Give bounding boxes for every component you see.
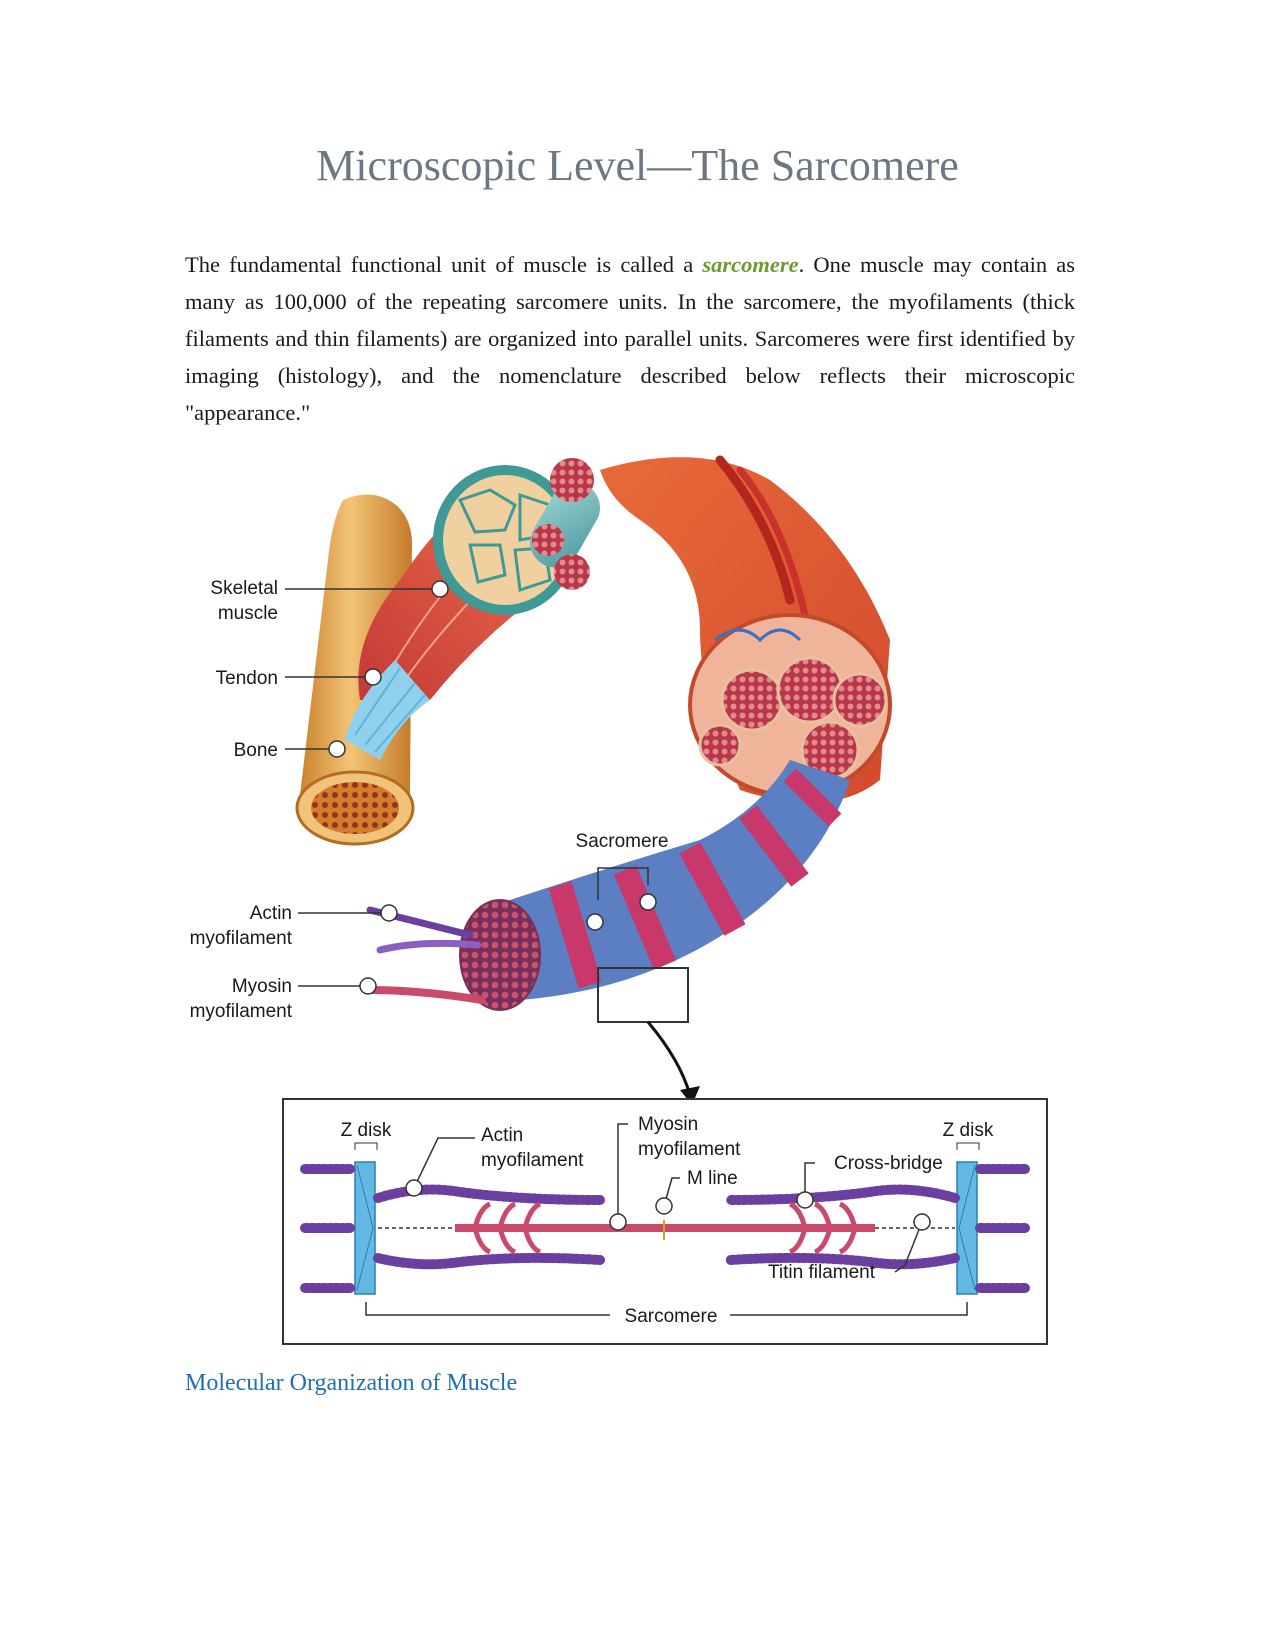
page-title: Microscopic Level—The Sarcomere: [316, 141, 959, 190]
sarcomere-inset: [282, 1098, 1048, 1345]
tendon: [345, 660, 430, 760]
inset-label-actin-1: Actin: [481, 1125, 523, 1146]
label-skeletal-muscle-2: muscle: [218, 603, 278, 624]
fascicle-bundle: [433, 458, 600, 615]
label-myosin-2: myofilament: [190, 1001, 293, 1022]
inset-label-titin: Titin filament: [768, 1262, 876, 1283]
inset-label-z-disk-right: Z disk: [943, 1120, 994, 1141]
inset-label-myosin-1: Myosin: [638, 1114, 698, 1135]
label-bone: Bone: [234, 740, 278, 761]
actin-chains: [300, 1164, 1030, 1293]
label-myosin-1: Myosin: [232, 976, 292, 997]
label-actin-1: Actin: [250, 903, 292, 924]
inset-label-myosin-2: myofilament: [638, 1139, 741, 1160]
label-tendon: Tendon: [216, 668, 278, 689]
top-leaders: [285, 580, 657, 995]
z-disk-right: [956, 1161, 978, 1295]
z-disk-left: [354, 1161, 376, 1295]
muscle-fiber: [600, 455, 892, 803]
bone-shaft: [295, 494, 415, 846]
label-actin-2: myofilament: [190, 928, 293, 949]
inset-label-cross-bridge: Cross-bridge: [834, 1153, 943, 1174]
skeletal-muscle: [358, 505, 547, 700]
sarcomere-term: sarcomere: [702, 252, 799, 277]
intro-text-before: The fundamental functional unit of muscl…: [185, 252, 703, 277]
molecular-organization-link[interactable]: Molecular Organization of Muscle: [185, 1370, 518, 1396]
label-skeletal-muscle-1: Skeletal: [210, 578, 278, 599]
myosin-heads: [472, 1201, 858, 1255]
inset-label-actin-2: myofilament: [481, 1150, 584, 1171]
inset-label-m-line: M line: [687, 1168, 738, 1189]
inset-label-sarcomere: Sarcomere: [625, 1306, 718, 1327]
intro-paragraph: The fundamental functional unit of muscl…: [185, 246, 1075, 431]
intro-text-after: . One muscle may contain as many as 100,…: [185, 252, 1075, 425]
inset-label-z-disk-left: Z disk: [341, 1120, 392, 1141]
myofibril: [366, 760, 850, 1105]
label-sacromere: Sacromere: [576, 831, 669, 852]
